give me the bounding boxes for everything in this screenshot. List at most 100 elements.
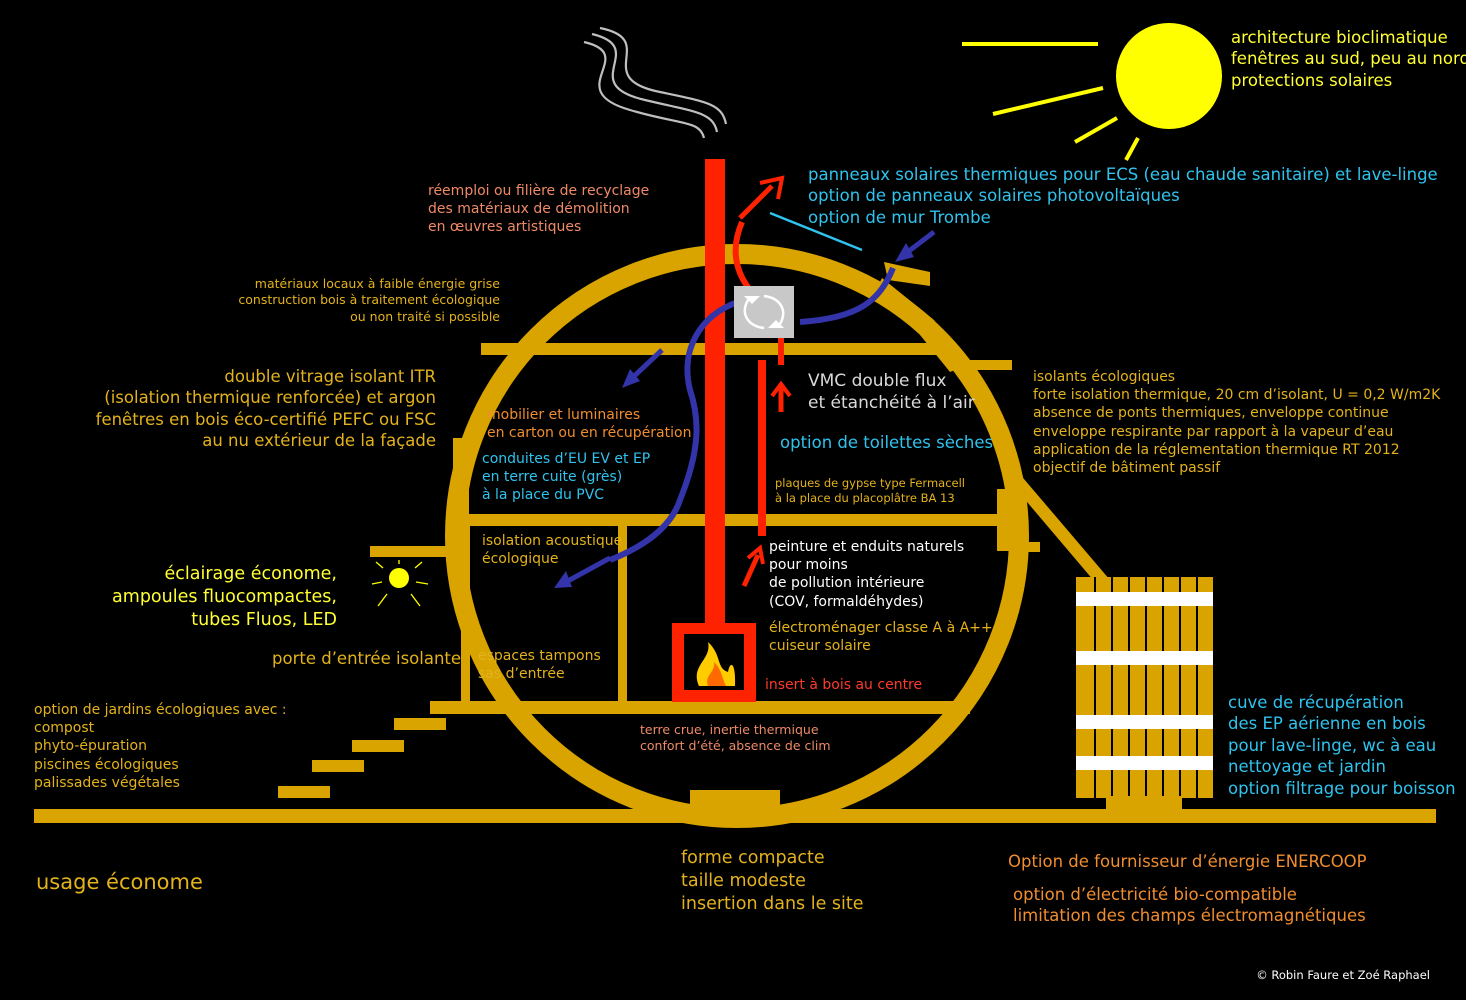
interior-walls (461, 520, 627, 710)
buffer-line: espaces tampons (478, 648, 601, 664)
solar-line: panneaux solaires thermiques pour ECS (e… (808, 165, 1438, 184)
wood-stove-icon (672, 623, 756, 702)
gypsum-label: plaques de gypse type Fermacell à la pla… (775, 476, 965, 506)
garden-line: piscines écologiques (34, 756, 179, 773)
solar-panel-pointer (769, 211, 863, 252)
gypsum-line: plaques de gypse type Fermacell (775, 476, 965, 490)
solar-line: option de panneaux solaires photovoltaïq… (808, 186, 1180, 206)
solar-panels-label: panneaux solaires thermiques pour ECS (e… (808, 164, 1438, 228)
materials-line: matériaux locaux à faible énergie grise (254, 276, 500, 291)
vmc-label: VMC double flux et étanchéité à l’air (808, 370, 975, 414)
middle-floor (452, 514, 1020, 526)
appliances-line: cuiseur solaire (769, 638, 871, 655)
buffer-space-label: espaces tampons sas d’entrée (478, 647, 601, 683)
paint-line: pour moins (769, 557, 848, 574)
garden-line: palissades végétales (34, 774, 180, 791)
stairs (278, 718, 446, 798)
chimney (705, 159, 725, 629)
materials-label: matériaux locaux à faible énergie grise … (238, 276, 500, 325)
glazing-label: double vitrage isolant ITR (isolation th… (96, 366, 436, 452)
pipes-line: en terre cuite (grès) (482, 469, 623, 486)
glazing-line: double vitrage isolant ITR (224, 367, 436, 386)
materials-line: construction bois à traitement écologiqu… (238, 292, 500, 308)
paint-line: peinture et enduits naturels (769, 539, 965, 555)
tank-line: des EP aérienne en bois (1228, 714, 1426, 734)
sun-icon (962, 23, 1222, 161)
energy-supplier-line: Option de fournisseur d’énergie ENERCOOP (1008, 852, 1367, 871)
side-strut (964, 360, 1110, 588)
vmc-line: et étanchéité à l’air (808, 393, 975, 414)
insulation-label: isolants écologiques forte isolation the… (1033, 368, 1440, 477)
smoke-icon (583, 26, 728, 139)
earth-label: terre crue, inertie thermique confort d’… (640, 722, 831, 755)
usage-line: usage économe (36, 870, 203, 894)
glazing-line: (isolation thermique renforcée) et argon (104, 388, 436, 408)
copyright-credit: © Robin Faure et Zoé Raphael (1256, 968, 1430, 983)
tank-line: option filtrage pour boisson (1228, 778, 1456, 798)
electricity-line: option d’électricité bio-compatible (1013, 885, 1297, 904)
tank-label: cuve de récupération des EP aérienne en … (1228, 692, 1456, 799)
pipes-label: conduites d’EU EV et EP en terre cuite (… (482, 450, 650, 505)
tank-line: nettoyage et jardin (1228, 757, 1386, 777)
vmc-heat-exchanger-icon (734, 286, 794, 338)
earth-line: confort d’été, absence de clim (640, 738, 831, 754)
insulation-line: isolants écologiques (1033, 369, 1176, 385)
dry-toilets-label: option de toilettes sèches (780, 432, 993, 453)
lamp-icon (371, 560, 429, 607)
lighting-line: tubes Fluos, LED (191, 609, 337, 630)
stove-line: insert à bois au centre (765, 677, 923, 693)
tank-line: cuve de récupération (1228, 693, 1404, 712)
warm-air-duct (732, 220, 784, 365)
red-arrows (738, 175, 792, 588)
glazing-line: fenêtres en bois éco-certifié PEFC ou FS… (95, 409, 436, 429)
usage-label: usage économe (36, 869, 203, 896)
appliances-label: électroménager classe A à A++ cuiseur so… (769, 619, 993, 655)
bioclim-line: protections solaires (1231, 70, 1393, 90)
insulation-line: objectif de bâtiment passif (1033, 459, 1221, 476)
entrance-canopy (370, 546, 456, 557)
materials-line: ou non traité si possible (350, 308, 500, 324)
warm-air-riser (758, 360, 766, 536)
tank-line: pour lave-linge, wc à eau (1228, 735, 1437, 755)
furniture-label: mobilier et luminaires en carton ou en r… (487, 406, 691, 442)
garden-line: compost (34, 720, 95, 737)
earth-line: terre crue, inertie thermique (640, 722, 819, 737)
lighting-line: ampoules fluocompactes, (112, 586, 337, 607)
appliances-line: électroménager classe A à A++ (769, 620, 993, 636)
acoustic-line: isolation acoustique (482, 533, 623, 549)
solar-line: option de mur Trombe (808, 207, 991, 227)
insulation-line: application de la réglementation thermiq… (1033, 441, 1400, 458)
stove-label: insert à bois au centre (765, 676, 922, 694)
glazing-line: au nu extérieur de la façade (202, 431, 436, 451)
exhaust-duct (608, 266, 896, 563)
rainwater-tank (1076, 577, 1213, 814)
energy-supplier-label: Option de fournisseur d’énergie ENERCOOP (1008, 851, 1367, 872)
furniture-line: mobilier et luminaires (487, 407, 641, 423)
acoustic-label: isolation acoustique écologique (482, 532, 622, 568)
form-label: forme compacte taille modeste insertion … (681, 847, 864, 915)
reuse-line: en œuvres artistiques (428, 219, 582, 236)
vmc-line: VMC double flux (808, 371, 947, 391)
insulation-line: enveloppe respirante par rapport à la va… (1033, 423, 1394, 440)
credit-line: © Robin Faure et Zoé Raphael (1256, 968, 1430, 982)
furniture-line: en carton ou en récupération (487, 425, 692, 442)
foundation (690, 790, 780, 812)
door-label: porte d’entrée isolante (272, 648, 461, 669)
lower-floor (430, 701, 970, 714)
insulation-line: forte isolation thermique, 20 cm d’isola… (1033, 387, 1441, 404)
garden-label: option de jardins écologiques avec : com… (34, 701, 287, 792)
bioclim-line: fenêtres au sud, peu au nord (1231, 49, 1466, 69)
toilets-line: option de toilettes sèches (780, 433, 994, 452)
form-line: forme compacte (681, 848, 825, 868)
lighting-line: éclairage économe, (164, 564, 337, 584)
electricity-label: option d’électricité bio-compatible limi… (1013, 884, 1366, 927)
bioclimatic-label: architecture bioclimatique fenêtres au s… (1231, 27, 1466, 91)
insulation-line: absence de ponts thermiques, enveloppe c… (1033, 405, 1389, 422)
lighting-label: éclairage économe, ampoules fluocompacte… (112, 563, 337, 631)
pipes-line: à la place du PVC (482, 487, 605, 504)
blue-arrows (554, 230, 936, 588)
gypsum-line: à la place du placoplâtre BA 13 (775, 490, 955, 505)
garden-line: option de jardins écologiques avec : (34, 702, 287, 718)
reuse-line: des matériaux de démolition (428, 201, 630, 218)
